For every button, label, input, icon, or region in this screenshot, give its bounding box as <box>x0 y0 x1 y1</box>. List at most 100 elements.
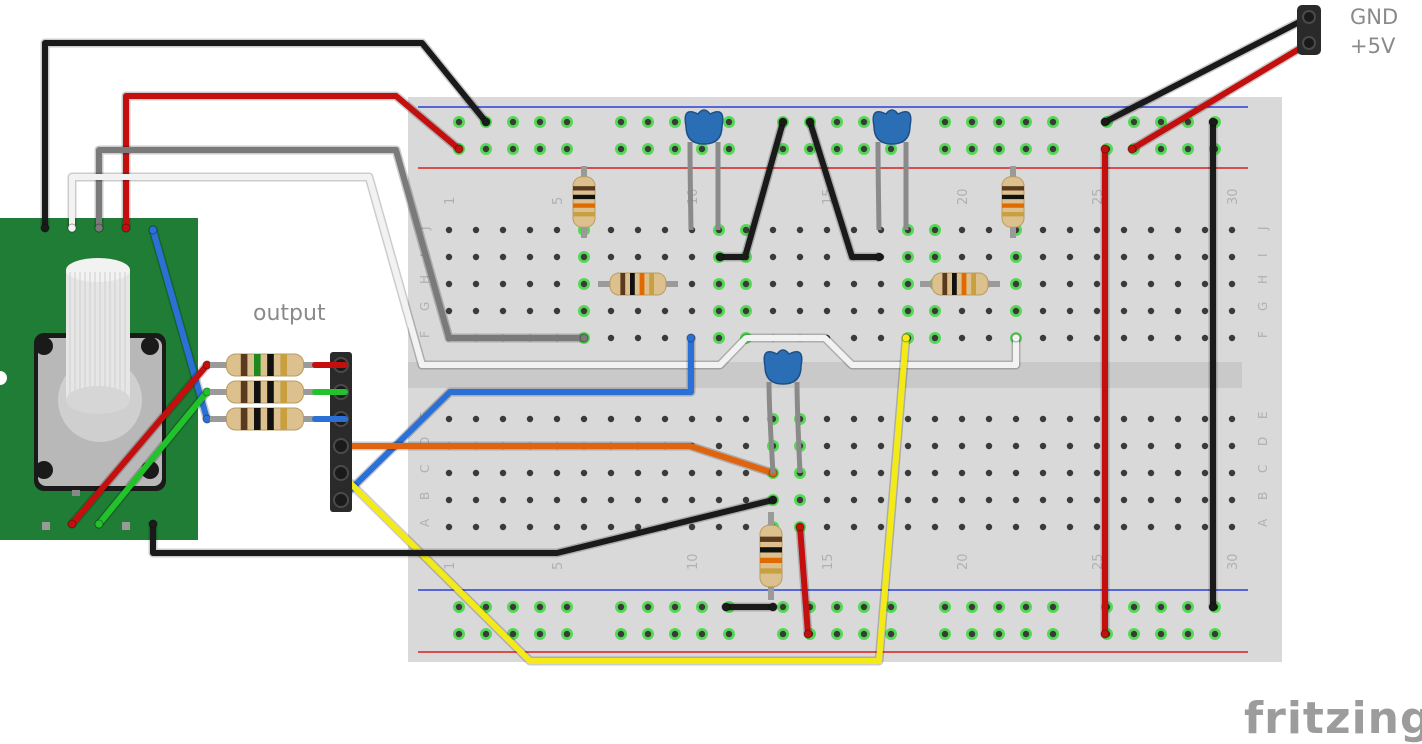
row-letter: H <box>418 275 432 284</box>
rail-hole <box>941 630 949 638</box>
breadboard-hole <box>1066 469 1074 477</box>
breadboard-hole <box>1039 226 1047 234</box>
wire-black-pot-gnd-end <box>481 117 491 127</box>
breadboard-hole <box>1174 415 1182 423</box>
breadboard-hole <box>1228 415 1236 423</box>
rail-hole <box>995 145 1003 153</box>
breadboard-hole <box>580 280 588 288</box>
breadboard-hole <box>931 523 939 531</box>
breadboard-hole <box>1093 415 1101 423</box>
wire-black-pot-gnd-2-end <box>768 495 778 505</box>
breadboard-hole <box>985 415 993 423</box>
breadboard-hole <box>877 523 885 531</box>
rail-hole <box>671 145 679 153</box>
breadboard-hole <box>931 226 939 234</box>
resistor-band <box>961 273 967 295</box>
breadboard-hole <box>850 496 858 504</box>
breadboard-hole <box>634 523 642 531</box>
breadboard-hole <box>499 496 507 504</box>
capacitor-leg <box>766 381 776 474</box>
breadboard-hole <box>553 496 561 504</box>
column-number-top: 5 <box>551 197 566 205</box>
breadboard-hole <box>715 496 723 504</box>
breadboard-hole <box>634 253 642 261</box>
wire-black-jumper-1-end <box>715 252 725 262</box>
breadboard-hole <box>472 496 480 504</box>
resistor-icon <box>1001 176 1025 228</box>
rail-hole <box>536 630 544 638</box>
resistor-header-2 <box>210 380 320 404</box>
breadboard-hole <box>877 496 885 504</box>
rail-hole <box>1022 603 1030 611</box>
resistor-r5 <box>759 512 783 600</box>
breadboard-hole <box>1039 469 1047 477</box>
breadboard-hole <box>715 334 723 342</box>
breadboard-hole <box>823 523 831 531</box>
resistor-band <box>240 408 248 430</box>
rail-hole <box>725 145 733 153</box>
breadboard-hole <box>958 469 966 477</box>
breadboard-hole <box>607 334 615 342</box>
pcb-pad <box>42 522 50 530</box>
resistor-band <box>639 273 645 295</box>
breadboard-hole <box>607 415 615 423</box>
resistor-r4 <box>920 272 1000 296</box>
row-letter: F <box>1256 331 1270 338</box>
wire-green-header-end <box>202 387 212 397</box>
breadboard-hole <box>715 442 723 450</box>
rail-hole <box>833 603 841 611</box>
breadboard-hole <box>1012 523 1020 531</box>
ceramic-capacitor-icon <box>872 109 912 145</box>
capacitor-leg <box>794 381 803 474</box>
column-number-top: 30 <box>1226 188 1241 205</box>
breadboard-hole <box>472 280 480 288</box>
rail-hole <box>1049 118 1057 126</box>
breadboard-hole <box>1012 442 1020 450</box>
rail-hole <box>860 603 868 611</box>
resistor-band <box>1002 194 1024 200</box>
breadboard-hole <box>823 253 831 261</box>
breadboard-hole <box>931 442 939 450</box>
row-letter: G <box>418 302 432 311</box>
rail-hole <box>509 118 517 126</box>
breadboard-hole <box>688 307 696 315</box>
resistor-band <box>620 273 626 295</box>
breadboard-hole <box>1201 226 1209 234</box>
fritzing-logo: fritzing <box>1244 693 1422 744</box>
breadboard-hole <box>958 442 966 450</box>
breadboard-hole <box>1228 280 1236 288</box>
breadboard-hole <box>769 226 777 234</box>
breadboard-hole <box>553 226 561 234</box>
breadboard-hole <box>823 415 831 423</box>
breadboard-hole <box>499 226 507 234</box>
rail-hole <box>455 118 463 126</box>
breadboard-hole <box>985 469 993 477</box>
rail-hole <box>644 145 652 153</box>
breadboard-hole <box>1147 226 1155 234</box>
rail-hole <box>1022 145 1030 153</box>
breadboard-hole <box>580 469 588 477</box>
row-letter: E <box>1256 411 1270 419</box>
breadboard-hole <box>607 253 615 261</box>
wire-black-pot-gnd <box>42 40 489 231</box>
breadboard-hole <box>1174 469 1182 477</box>
row-letter: C <box>1256 465 1270 473</box>
breadboard-hole <box>742 469 750 477</box>
rail-hole <box>779 630 787 638</box>
resistor-band <box>267 381 274 403</box>
row-letter: D <box>418 437 432 446</box>
rail-hole <box>671 603 679 611</box>
breadboard-hole <box>1201 523 1209 531</box>
breadboard-hole <box>1228 334 1236 342</box>
rail-hole <box>1157 630 1165 638</box>
breadboard-hole <box>742 415 750 423</box>
breadboard-hole <box>796 496 804 504</box>
breadboard-hole <box>445 469 453 477</box>
rail-hole <box>1211 630 1219 638</box>
resistor-band <box>649 273 654 295</box>
breadboard-hole <box>553 523 561 531</box>
breadboard-hole <box>1147 442 1155 450</box>
breadboard-hole <box>607 469 615 477</box>
wire-black-short-end <box>721 602 731 612</box>
breadboard-hole <box>1093 253 1101 261</box>
